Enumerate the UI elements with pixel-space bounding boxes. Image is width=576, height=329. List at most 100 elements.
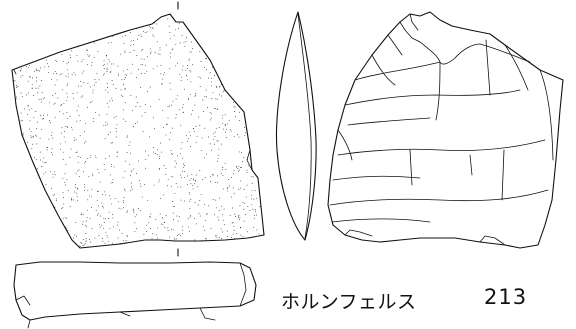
stipple-dot [240, 33, 242, 35]
stipple-dot [28, 48, 30, 50]
stipple-dot [226, 230, 228, 232]
stipple-dot [91, 206, 92, 208]
stipple-dot [69, 157, 71, 158]
stipple-dot [68, 73, 70, 75]
stipple-dot [175, 250, 176, 251]
stipple-dot [157, 13, 158, 14]
stipple-dot [24, 15, 26, 17]
stipple-dot [191, 41, 193, 43]
stipple-dot [107, 63, 109, 65]
stipple-dot [222, 122, 224, 124]
stipple-dot [112, 20, 114, 22]
stipple-dot [115, 88, 117, 90]
stipple-dot [24, 220, 26, 222]
stipple-dot [73, 26, 75, 27]
stipple-dot [112, 84, 114, 85]
stipple-dot [255, 210, 256, 212]
stipple-dot [215, 236, 217, 238]
stipple-dot [97, 190, 99, 192]
stipple-dot [132, 210, 134, 211]
stipple-dot [61, 208, 63, 209]
stipple-dot [43, 228, 45, 230]
stipple-dot [40, 128, 42, 130]
stipple-dot [226, 28, 228, 29]
stipple-dot [251, 15, 253, 17]
stipple-dot [84, 183, 85, 185]
stipple-dot [150, 17, 152, 19]
stipple-dot [185, 19, 186, 21]
stipple-dot [161, 223, 162, 225]
stipple-dot [239, 217, 241, 219]
stipple-dot [21, 27, 23, 29]
stipple-dot [113, 166, 115, 168]
stipple-dot [81, 61, 83, 62]
stipple-dot [18, 158, 20, 160]
stipple-dot [191, 173, 193, 175]
stipple-dot [109, 61, 111, 63]
stipple-dot [25, 10, 26, 11]
stipple-dot [52, 154, 54, 156]
stipple-dot [37, 20, 39, 22]
stipple-dot [173, 237, 175, 239]
stipple-dot [220, 79, 222, 81]
stipple-dot [17, 21, 19, 23]
stipple-dot [63, 60, 64, 62]
stipple-dot [78, 169, 80, 171]
stipple-dot [91, 100, 93, 102]
stipple-dot [37, 87, 39, 89]
stipple-dot [29, 233, 31, 234]
stipple-dot [83, 70, 85, 72]
stipple-dot [174, 13, 175, 14]
stipple-dot [197, 186, 199, 188]
stipple-dot [251, 117, 253, 119]
stipple-dot [25, 167, 26, 169]
stipple-dot [224, 125, 226, 126]
stipple-dot [150, 53, 151, 55]
stipple-dot [256, 61, 258, 63]
stipple-dot [17, 186, 19, 188]
stipple-dot [251, 140, 253, 142]
stipple-dot [231, 61, 233, 63]
stipple-dot [54, 102, 56, 104]
stipple-dot [71, 197, 72, 199]
stipple-dot [209, 143, 211, 145]
stipple-dot [236, 134, 238, 135]
stipple-dot [256, 197, 258, 199]
stipple-dot [54, 17, 56, 19]
stipple-dot [158, 179, 160, 181]
stipple-dot [140, 58, 142, 60]
stipple-dot [251, 139, 253, 141]
stipple-dot [94, 237, 96, 239]
stipple-dot [80, 21, 82, 23]
stipple-dot [40, 211, 42, 213]
stipple-dot [40, 218, 42, 220]
stipple-dot [142, 49, 144, 50]
stipple-dot [38, 18, 40, 20]
stipple-dot [213, 48, 215, 50]
stipple-dot [36, 209, 38, 211]
stipple-dot [18, 49, 20, 51]
stipple-dot [108, 106, 110, 108]
stipple-dot [196, 135, 198, 137]
stipple-dot [67, 189, 69, 191]
stipple-dot [255, 94, 257, 96]
stipple-dot [192, 179, 194, 181]
stipple-dot [145, 231, 147, 233]
stipple-dot [188, 131, 190, 133]
stipple-dot [58, 43, 60, 45]
stipple-dot [16, 241, 17, 243]
stipple-dot [149, 86, 151, 88]
stipple-dot [168, 25, 170, 27]
stipple-dot [39, 218, 41, 220]
stipple-dot [11, 65, 12, 66]
stipple-dot [256, 236, 258, 238]
stipple-dot [223, 188, 224, 190]
stipple-dot [108, 218, 110, 220]
stipple-dot [137, 24, 139, 26]
stipple-dot [62, 242, 64, 244]
stipple-dot [186, 37, 187, 39]
stipple-dot [180, 186, 182, 188]
stipple-dot [27, 92, 29, 94]
stipple-dot [135, 173, 137, 175]
stipple-dot [35, 111, 37, 112]
